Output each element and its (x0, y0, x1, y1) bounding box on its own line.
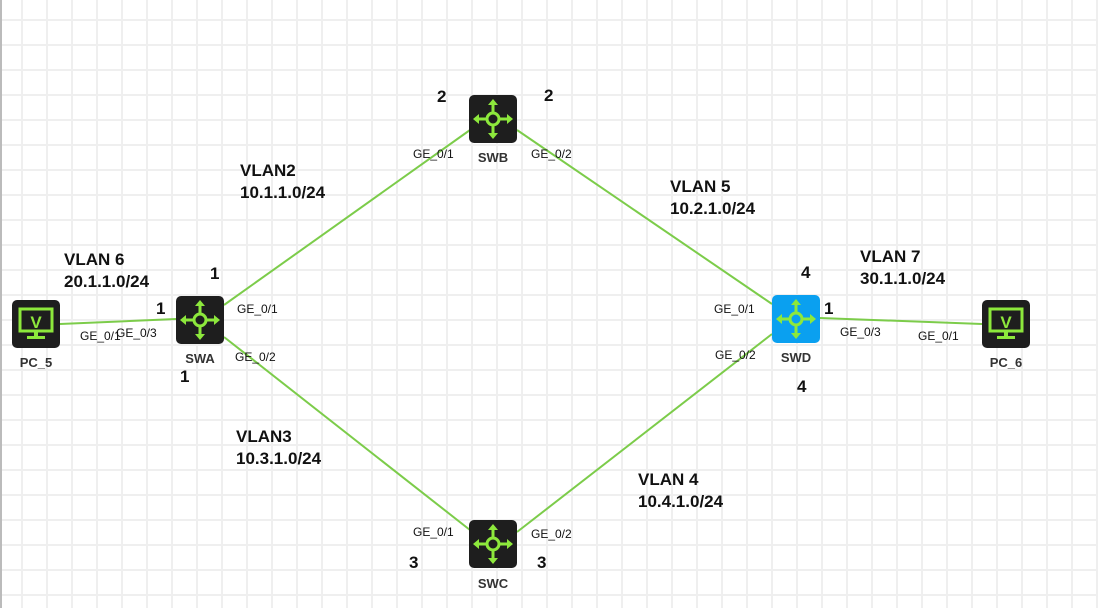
svg-text:V: V (30, 313, 42, 332)
area-number: 1 (210, 264, 220, 283)
port-label: GE_0/2 (531, 147, 572, 161)
area-number: 1 (824, 299, 834, 318)
switch-arrows-icon (180, 300, 220, 340)
swa-device[interactable] (176, 296, 224, 344)
port-label: GE_0/1 (413, 147, 454, 161)
link-swa-swc[interactable] (223, 336, 471, 531)
link-swb-swd[interactable] (516, 129, 773, 305)
pc6-name: PC_6 (989, 355, 1023, 370)
switch-arrows-icon (473, 99, 513, 139)
port-label: GE_0/1 (80, 329, 121, 343)
pc6-device[interactable]: V (982, 300, 1030, 348)
area-number: 4 (801, 263, 811, 282)
pc5-device[interactable]: V (12, 300, 60, 348)
link-swd-pc6[interactable] (819, 317, 983, 325)
area-number: 1 (180, 367, 190, 386)
switch-arrows-icon (473, 524, 513, 564)
monitor-icon: V (988, 307, 1024, 339)
port-label: GE_0/1 (413, 525, 454, 539)
swc-name: SWC (477, 576, 509, 591)
port-label: GE_0/2 (715, 348, 756, 362)
area-number: 3 (409, 553, 419, 572)
pc5-name: PC_5 (19, 355, 53, 370)
swb-name: SWB (477, 150, 509, 165)
port-label: GE_0/2 (531, 527, 572, 541)
switch-arrows-icon (776, 299, 816, 339)
swd-device[interactable] (772, 295, 820, 343)
link-swc-swd[interactable] (516, 333, 773, 533)
area-number: 4 (797, 377, 807, 396)
svg-text:V: V (1000, 313, 1012, 332)
area-number: 3 (537, 553, 547, 572)
area-number: 2 (437, 87, 447, 106)
swc-device[interactable] (469, 520, 517, 568)
swa-name: SWA (185, 351, 215, 366)
monitor-icon: V (18, 307, 54, 339)
port-label: GE_0/1 (237, 302, 278, 316)
port-label: GE_0/1 (918, 329, 959, 343)
link-pc5-swa[interactable] (59, 318, 177, 325)
swd-name: SWD (780, 350, 812, 365)
port-label: GE_0/2 (235, 350, 276, 364)
area-number: 1 (156, 299, 166, 318)
port-label: GE_0/1 (714, 302, 755, 316)
link-swa-swb[interactable] (223, 129, 471, 306)
port-label: GE_0/3 (840, 325, 881, 339)
area-number: 2 (544, 86, 554, 105)
port-label: GE_0/3 (116, 326, 157, 340)
swb-device[interactable] (469, 95, 517, 143)
